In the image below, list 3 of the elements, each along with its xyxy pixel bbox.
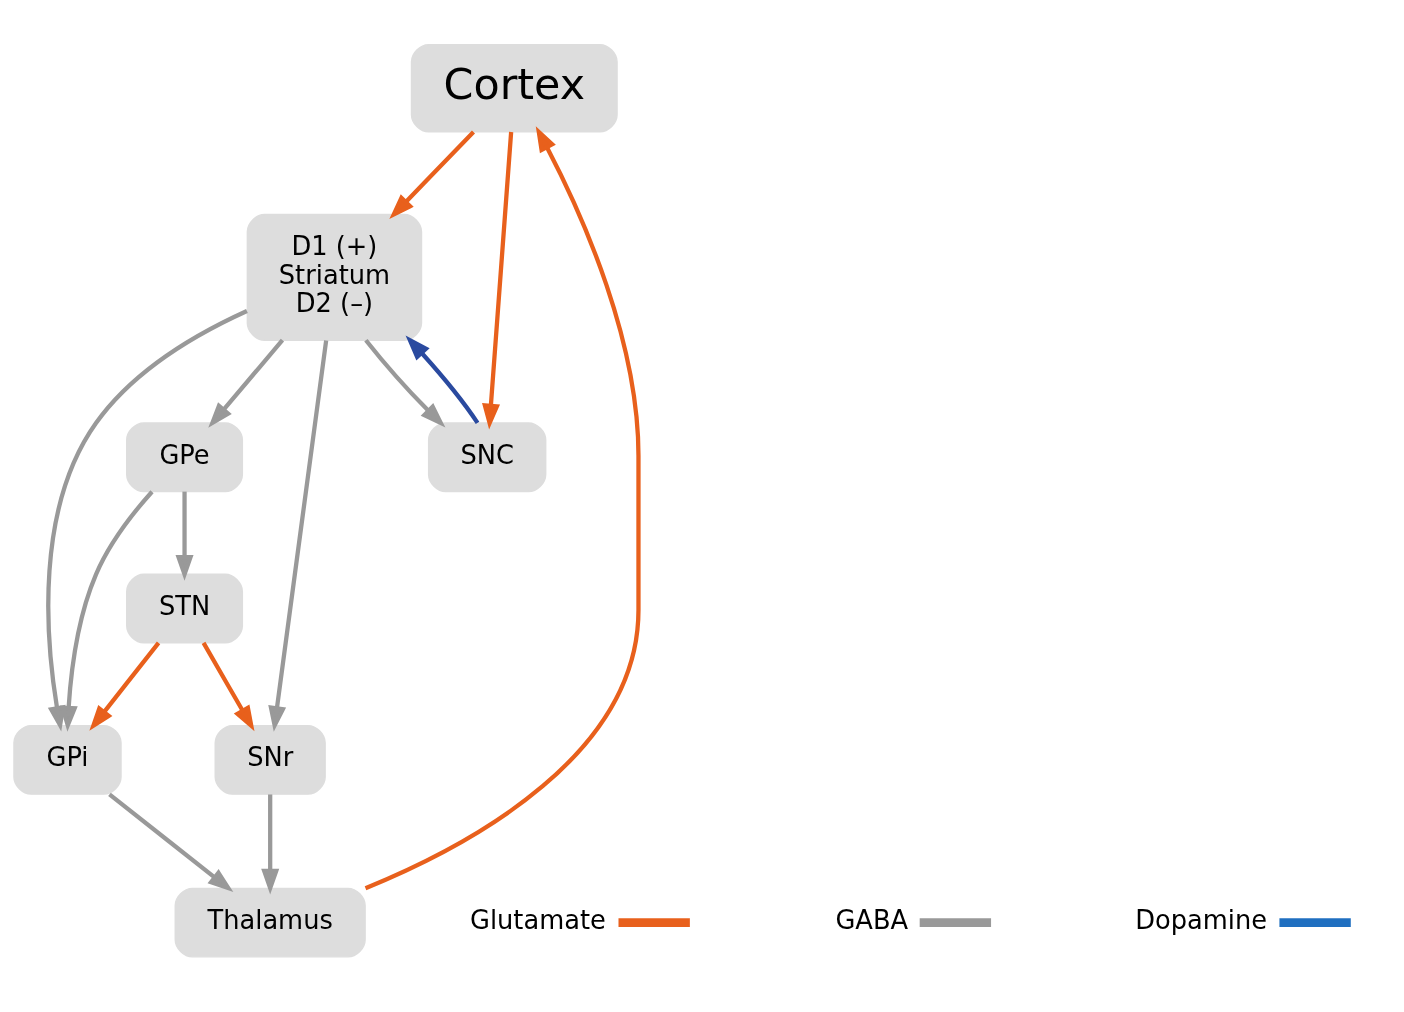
legend-label: Glutamate	[470, 904, 606, 935]
legend-label: Dopamine	[1135, 904, 1268, 935]
legend-label: GABA	[835, 904, 909, 935]
